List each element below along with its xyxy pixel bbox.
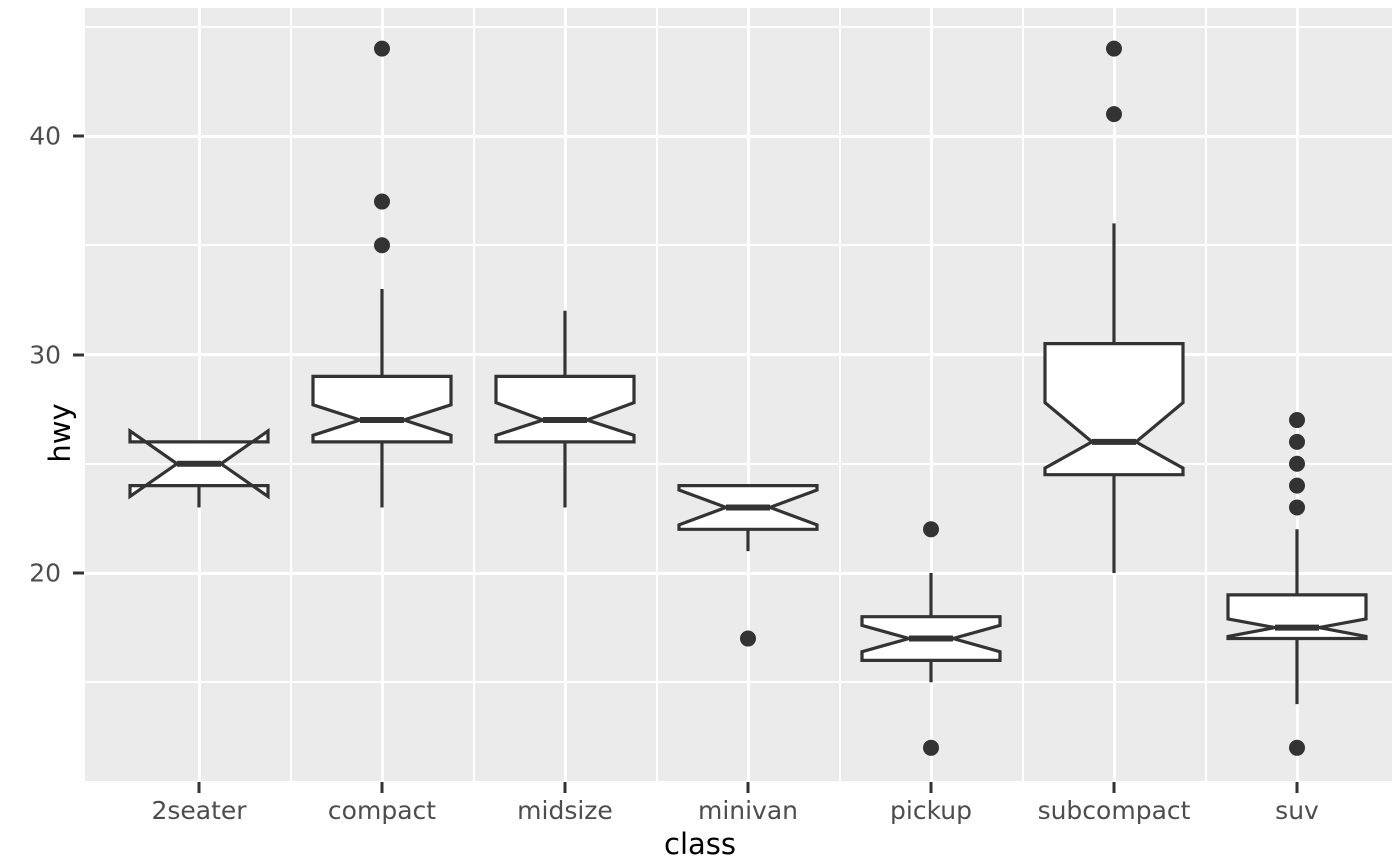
- x-tick-label-subcompact: subcompact: [1037, 796, 1191, 825]
- y-tick-label: 30: [29, 340, 61, 369]
- x-tick-label-compact: compact: [327, 796, 437, 825]
- y-axis-title: hwy: [43, 403, 77, 463]
- x-tick-mark: [1295, 782, 1299, 793]
- outlier-point-subcompact: [1106, 40, 1122, 57]
- x-tick-mark: [197, 782, 201, 793]
- gridline-minor-vertical: [655, 8, 658, 781]
- outlier-point-suv: [1289, 412, 1305, 429]
- x-tick-label-suv: suv: [1275, 796, 1319, 825]
- gridline-major-vertical: [929, 8, 933, 781]
- x-axis-title: class: [664, 827, 736, 861]
- gridline-major-vertical: [746, 8, 750, 781]
- outlier-point-suv: [1289, 433, 1305, 450]
- outlier-point-compact: [374, 237, 390, 254]
- outlier-point-compact: [374, 40, 390, 57]
- gridline-minor-horizontal: [85, 462, 1392, 465]
- x-tick-label-midsize: midsize: [517, 796, 613, 825]
- gridline-minor-vertical: [838, 8, 841, 781]
- boxplot-2seater: [128, 427, 270, 508]
- boxplot-suv: [1226, 412, 1368, 756]
- boxplot-minivan: [677, 484, 819, 647]
- boxplot-subcompact: [1043, 40, 1185, 573]
- x-tick-mark: [929, 782, 933, 793]
- gridline-minor-vertical: [1204, 8, 1207, 781]
- x-tick-mark: [563, 782, 567, 793]
- gridline-minor-vertical: [472, 8, 475, 781]
- outlier-point-suv: [1289, 455, 1305, 472]
- boxplot-pickup: [860, 521, 1002, 756]
- y-tick-mark: [73, 571, 84, 575]
- box-subcompact: [1043, 342, 1185, 477]
- x-tick-mark: [380, 782, 384, 793]
- gridline-major-horizontal: [85, 571, 1392, 575]
- outlier-point-suv: [1289, 477, 1305, 494]
- boxplot-compact: [311, 40, 453, 508]
- gridline-minor-vertical: [1021, 8, 1024, 781]
- box-compact: [311, 374, 453, 444]
- gridline-minor-horizontal: [85, 244, 1392, 247]
- x-tick-mark: [746, 782, 750, 793]
- box-midsize: [494, 374, 636, 444]
- outlier-point-subcompact: [1106, 106, 1122, 123]
- x-tick-label-2seater: 2seater: [151, 796, 247, 825]
- outlier-point-suv: [1289, 499, 1305, 516]
- gridline-minor-horizontal: [85, 25, 1392, 28]
- outlier-point-compact: [374, 193, 390, 210]
- boxplot-midsize: [494, 310, 636, 508]
- y-tick-mark: [73, 134, 84, 138]
- x-tick-label-pickup: pickup: [890, 796, 972, 825]
- y-tick-label: 20: [29, 558, 61, 588]
- gridline-major-vertical: [1295, 8, 1299, 781]
- outlier-point-pickup: [923, 739, 939, 756]
- x-tick-mark: [1112, 782, 1116, 793]
- gridline-major-vertical: [197, 8, 201, 781]
- outlier-point-pickup: [923, 521, 939, 538]
- plot-panel: [85, 8, 1392, 781]
- y-tick-mark: [73, 353, 84, 356]
- gridline-major-horizontal: [85, 353, 1392, 356]
- y-tick-label: 40: [29, 121, 61, 151]
- gridline-major-horizontal: [85, 134, 1392, 138]
- gridline-minor-horizontal: [85, 681, 1392, 684]
- boxplot-series: [128, 40, 1368, 756]
- gridline-minor-vertical: [289, 8, 292, 781]
- outlier-point-suv: [1289, 739, 1305, 756]
- x-tick-label-minivan: minivan: [697, 796, 799, 825]
- box-suv: [1226, 593, 1368, 641]
- outlier-point-minivan: [740, 630, 756, 647]
